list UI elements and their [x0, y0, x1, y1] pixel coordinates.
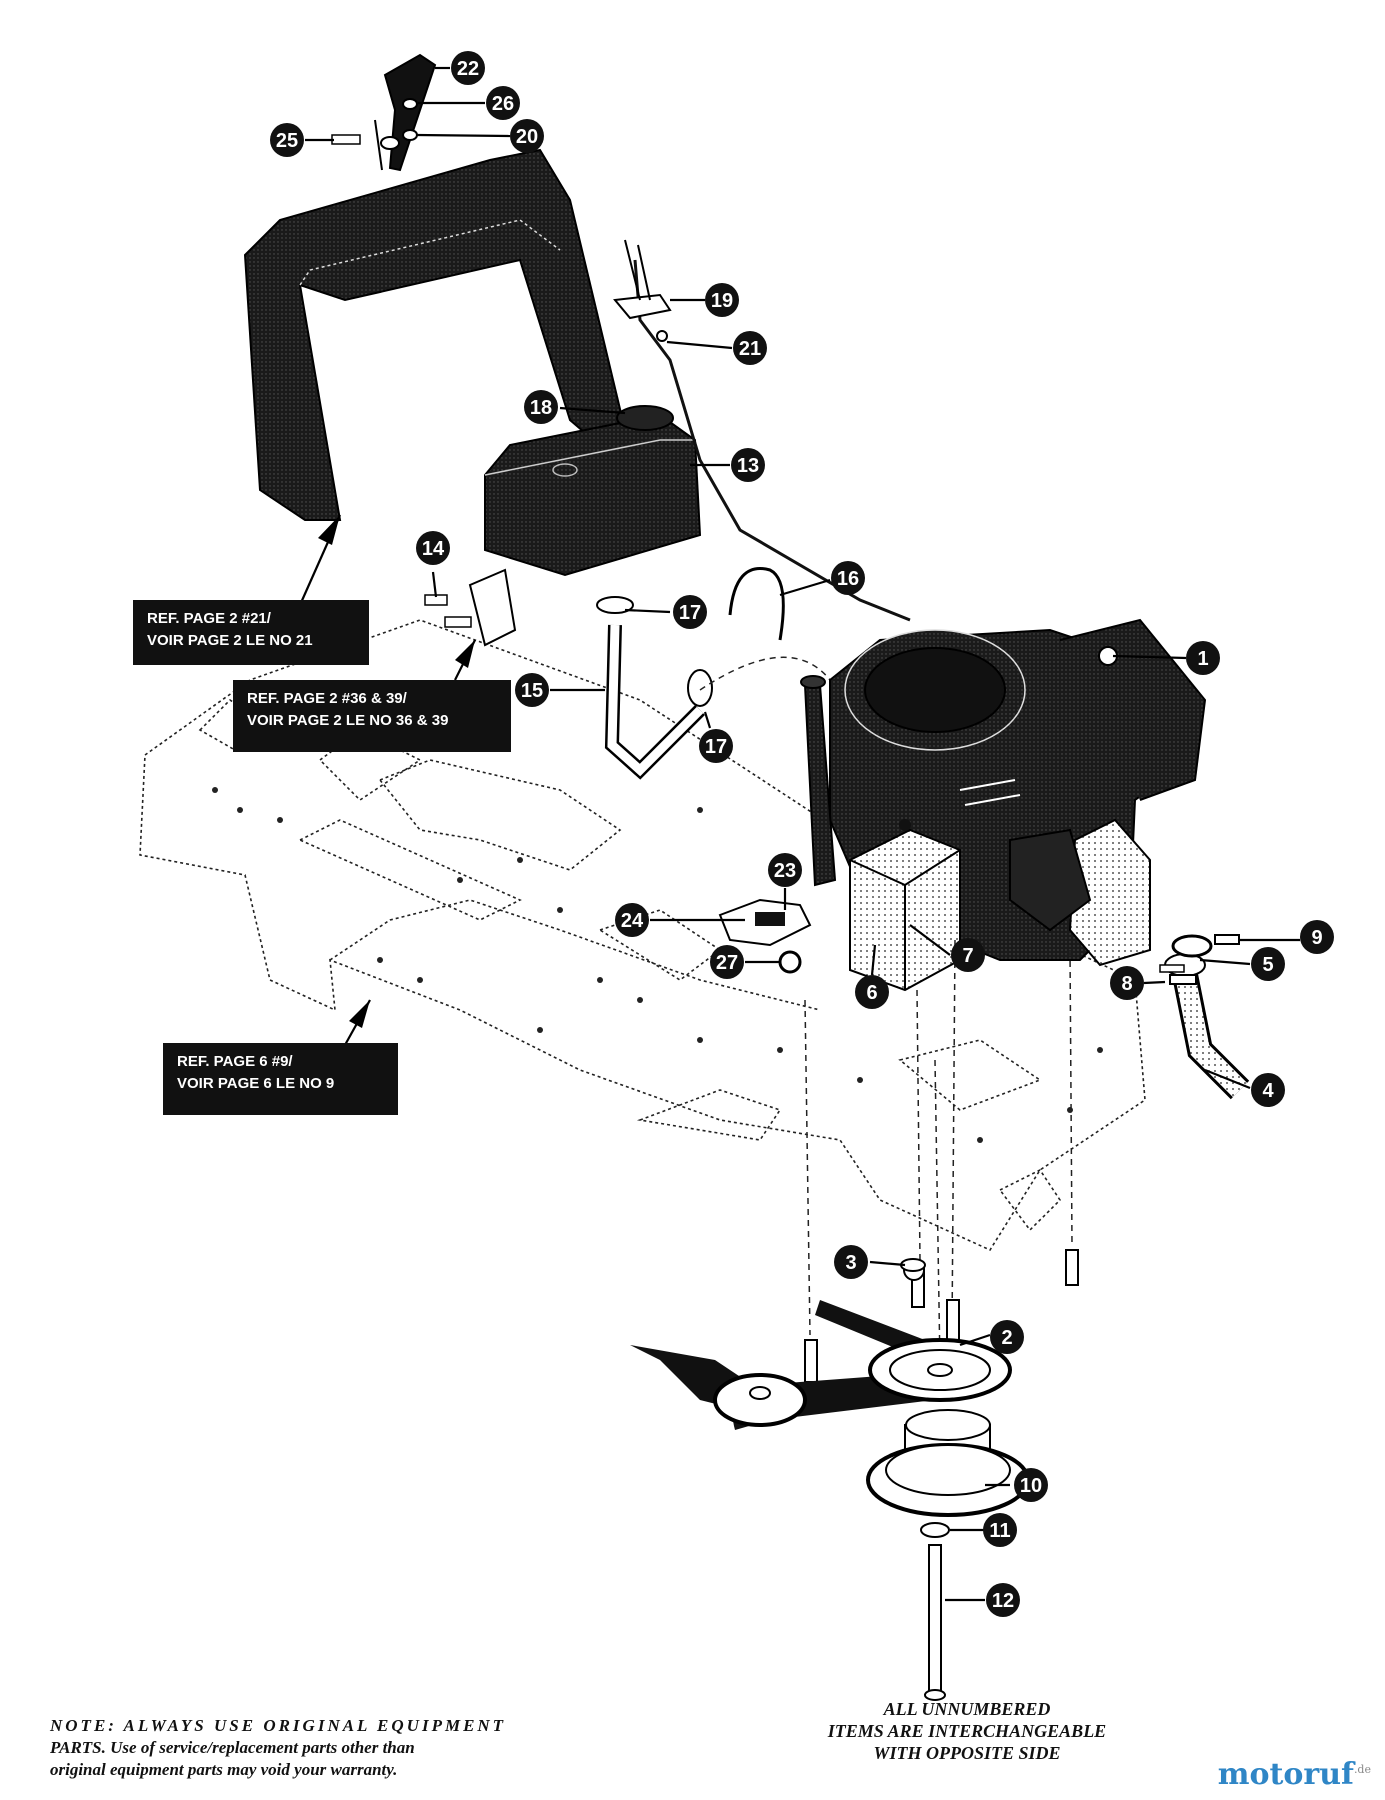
callout-number: 27 [716, 952, 738, 974]
callout-number: 22 [457, 58, 479, 80]
unnumbered-line: ITEMS ARE INTERCHANGEABLE [827, 1721, 1107, 1741]
callout-number: 8 [1121, 973, 1132, 995]
callout-1: 1 [1186, 641, 1220, 675]
callout-16: 16 [831, 561, 865, 595]
callout-number: 17 [705, 736, 727, 758]
unnumbered-items-note: ALL UNNUMBERED ITEMS ARE INTERCHANGEABLE… [757, 1698, 1177, 1764]
chassis-holes [212, 787, 1103, 1143]
callout-number: 6 [866, 982, 877, 1004]
mount-bracket [424, 568, 517, 647]
lower-pulley [866, 1409, 1030, 1517]
callout-number: 1 [1197, 648, 1208, 670]
pulley-bolt [920, 1522, 950, 1701]
callout-19: 19 [705, 283, 739, 317]
callout-markers: 1 2 3 4 5 6 7 8 9 10 11 12 13 14 15 16 1… [270, 51, 1334, 1617]
leader-arrowheads [318, 515, 475, 1028]
callout-number: 13 [737, 455, 759, 477]
callout-12: 12 [986, 1583, 1020, 1617]
unnumbered-line: WITH OPPOSITE SIDE [873, 1743, 1061, 1763]
callout-number: 17 [679, 602, 701, 624]
callout-number: 24 [621, 910, 644, 932]
callout-number: 15 [521, 680, 543, 702]
brand-suffix: .de [1353, 1763, 1371, 1776]
ground-wire [728, 567, 785, 641]
callout-4: 4 [1251, 1073, 1285, 1107]
dipstick-tube [800, 675, 837, 887]
callout-number: 26 [492, 93, 514, 115]
mount-lines [804, 939, 1073, 1366]
unnumbered-line: ALL UNNUMBERED [883, 1699, 1051, 1719]
rear-fender [243, 148, 627, 521]
seat-bracket [331, 53, 437, 172]
callout-21: 21 [733, 331, 767, 365]
callout-9: 9 [1300, 920, 1334, 954]
callout-number: 20 [516, 126, 538, 148]
leader-lines [298, 66, 1300, 1602]
callout-3: 3 [834, 1245, 868, 1279]
callout-number: 11 [989, 1520, 1010, 1542]
callout-number: 23 [774, 860, 796, 882]
callout-7: 7 [951, 938, 985, 972]
callout-number: 18 [530, 397, 552, 419]
ref-line: VOIR PAGE 2 LE NO 21 [147, 632, 313, 649]
callout-13: 13 [731, 448, 765, 482]
callout-number: 25 [276, 130, 298, 152]
callout-27: 27 [710, 945, 744, 979]
warranty-note: NOTE: ALWAYS USE ORIGINAL EQUIPMENT PART… [50, 1715, 690, 1781]
callout-number: 10 [1020, 1475, 1042, 1497]
fuel-line [596, 596, 831, 780]
callout-6: 6 [855, 975, 889, 1009]
ref-box-page2-36-39: REF. PAGE 2 #36 & 39/ VOIR PAGE 2 LE NO … [233, 680, 511, 752]
callout-5: 5 [1251, 947, 1285, 981]
callout-11: 11 [983, 1513, 1017, 1547]
ref-line: VOIR PAGE 6 LE NO 9 [177, 1075, 335, 1092]
fuel-tank [484, 405, 702, 577]
note-line: original equipment parts may void your w… [50, 1760, 398, 1779]
brand-name: motoruf [1217, 1757, 1354, 1792]
callout-number: 9 [1311, 927, 1322, 949]
breather-hose [1159, 934, 1250, 1100]
callout-number: 3 [845, 1252, 856, 1274]
ref-box-page2-21: REF. PAGE 2 #21/ VOIR PAGE 2 LE NO 21 [133, 600, 369, 665]
callout-22: 22 [451, 51, 485, 85]
callout-2: 2 [990, 1320, 1024, 1354]
callout-24: 24 [615, 903, 649, 937]
callout-17b: 17 [699, 729, 733, 763]
callout-17a: 17 [673, 595, 707, 629]
ref-line: REF. PAGE 6 #9/ [177, 1053, 293, 1070]
callout-20: 20 [510, 119, 544, 153]
fuel-fitting [718, 898, 812, 974]
callout-number: 5 [1262, 954, 1273, 976]
brand-watermark: motoruf.de [1218, 1757, 1371, 1792]
throttle-control [613, 239, 672, 342]
clamp-screws [1169, 934, 1240, 985]
callout-25: 25 [270, 123, 304, 157]
callout-15: 15 [515, 673, 549, 707]
note-line: PARTS. Use of service/replacement parts … [50, 1738, 415, 1757]
throttle-cable [633, 259, 911, 622]
callout-23: 23 [768, 853, 802, 887]
callout-26: 26 [486, 86, 520, 120]
callout-8: 8 [1110, 966, 1144, 1000]
ref-line: REF. PAGE 2 #21/ [147, 610, 271, 627]
callout-14: 14 [416, 531, 450, 565]
ref-line: VOIR PAGE 2 LE NO 36 & 39 [247, 712, 449, 729]
callout-number: 7 [962, 945, 973, 967]
callout-10: 10 [1014, 1468, 1048, 1502]
ref-line: REF. PAGE 2 #36 & 39/ [247, 690, 407, 707]
ref-box-page6-9: REF. PAGE 6 #9/ VOIR PAGE 6 LE NO 9 [163, 1043, 398, 1115]
callout-18: 18 [524, 390, 558, 424]
callout-number: 12 [992, 1590, 1014, 1612]
callout-number: 14 [422, 538, 445, 560]
note-lead: NOTE: ALWAYS USE ORIGINAL EQUIPMENT [50, 1716, 507, 1735]
engine-pulley [868, 1338, 1012, 1402]
callout-number: 21 [739, 338, 761, 360]
callout-number: 19 [711, 290, 733, 312]
callout-number: 16 [837, 568, 859, 590]
callout-number: 4 [1262, 1080, 1274, 1102]
callout-number: 2 [1001, 1327, 1012, 1349]
